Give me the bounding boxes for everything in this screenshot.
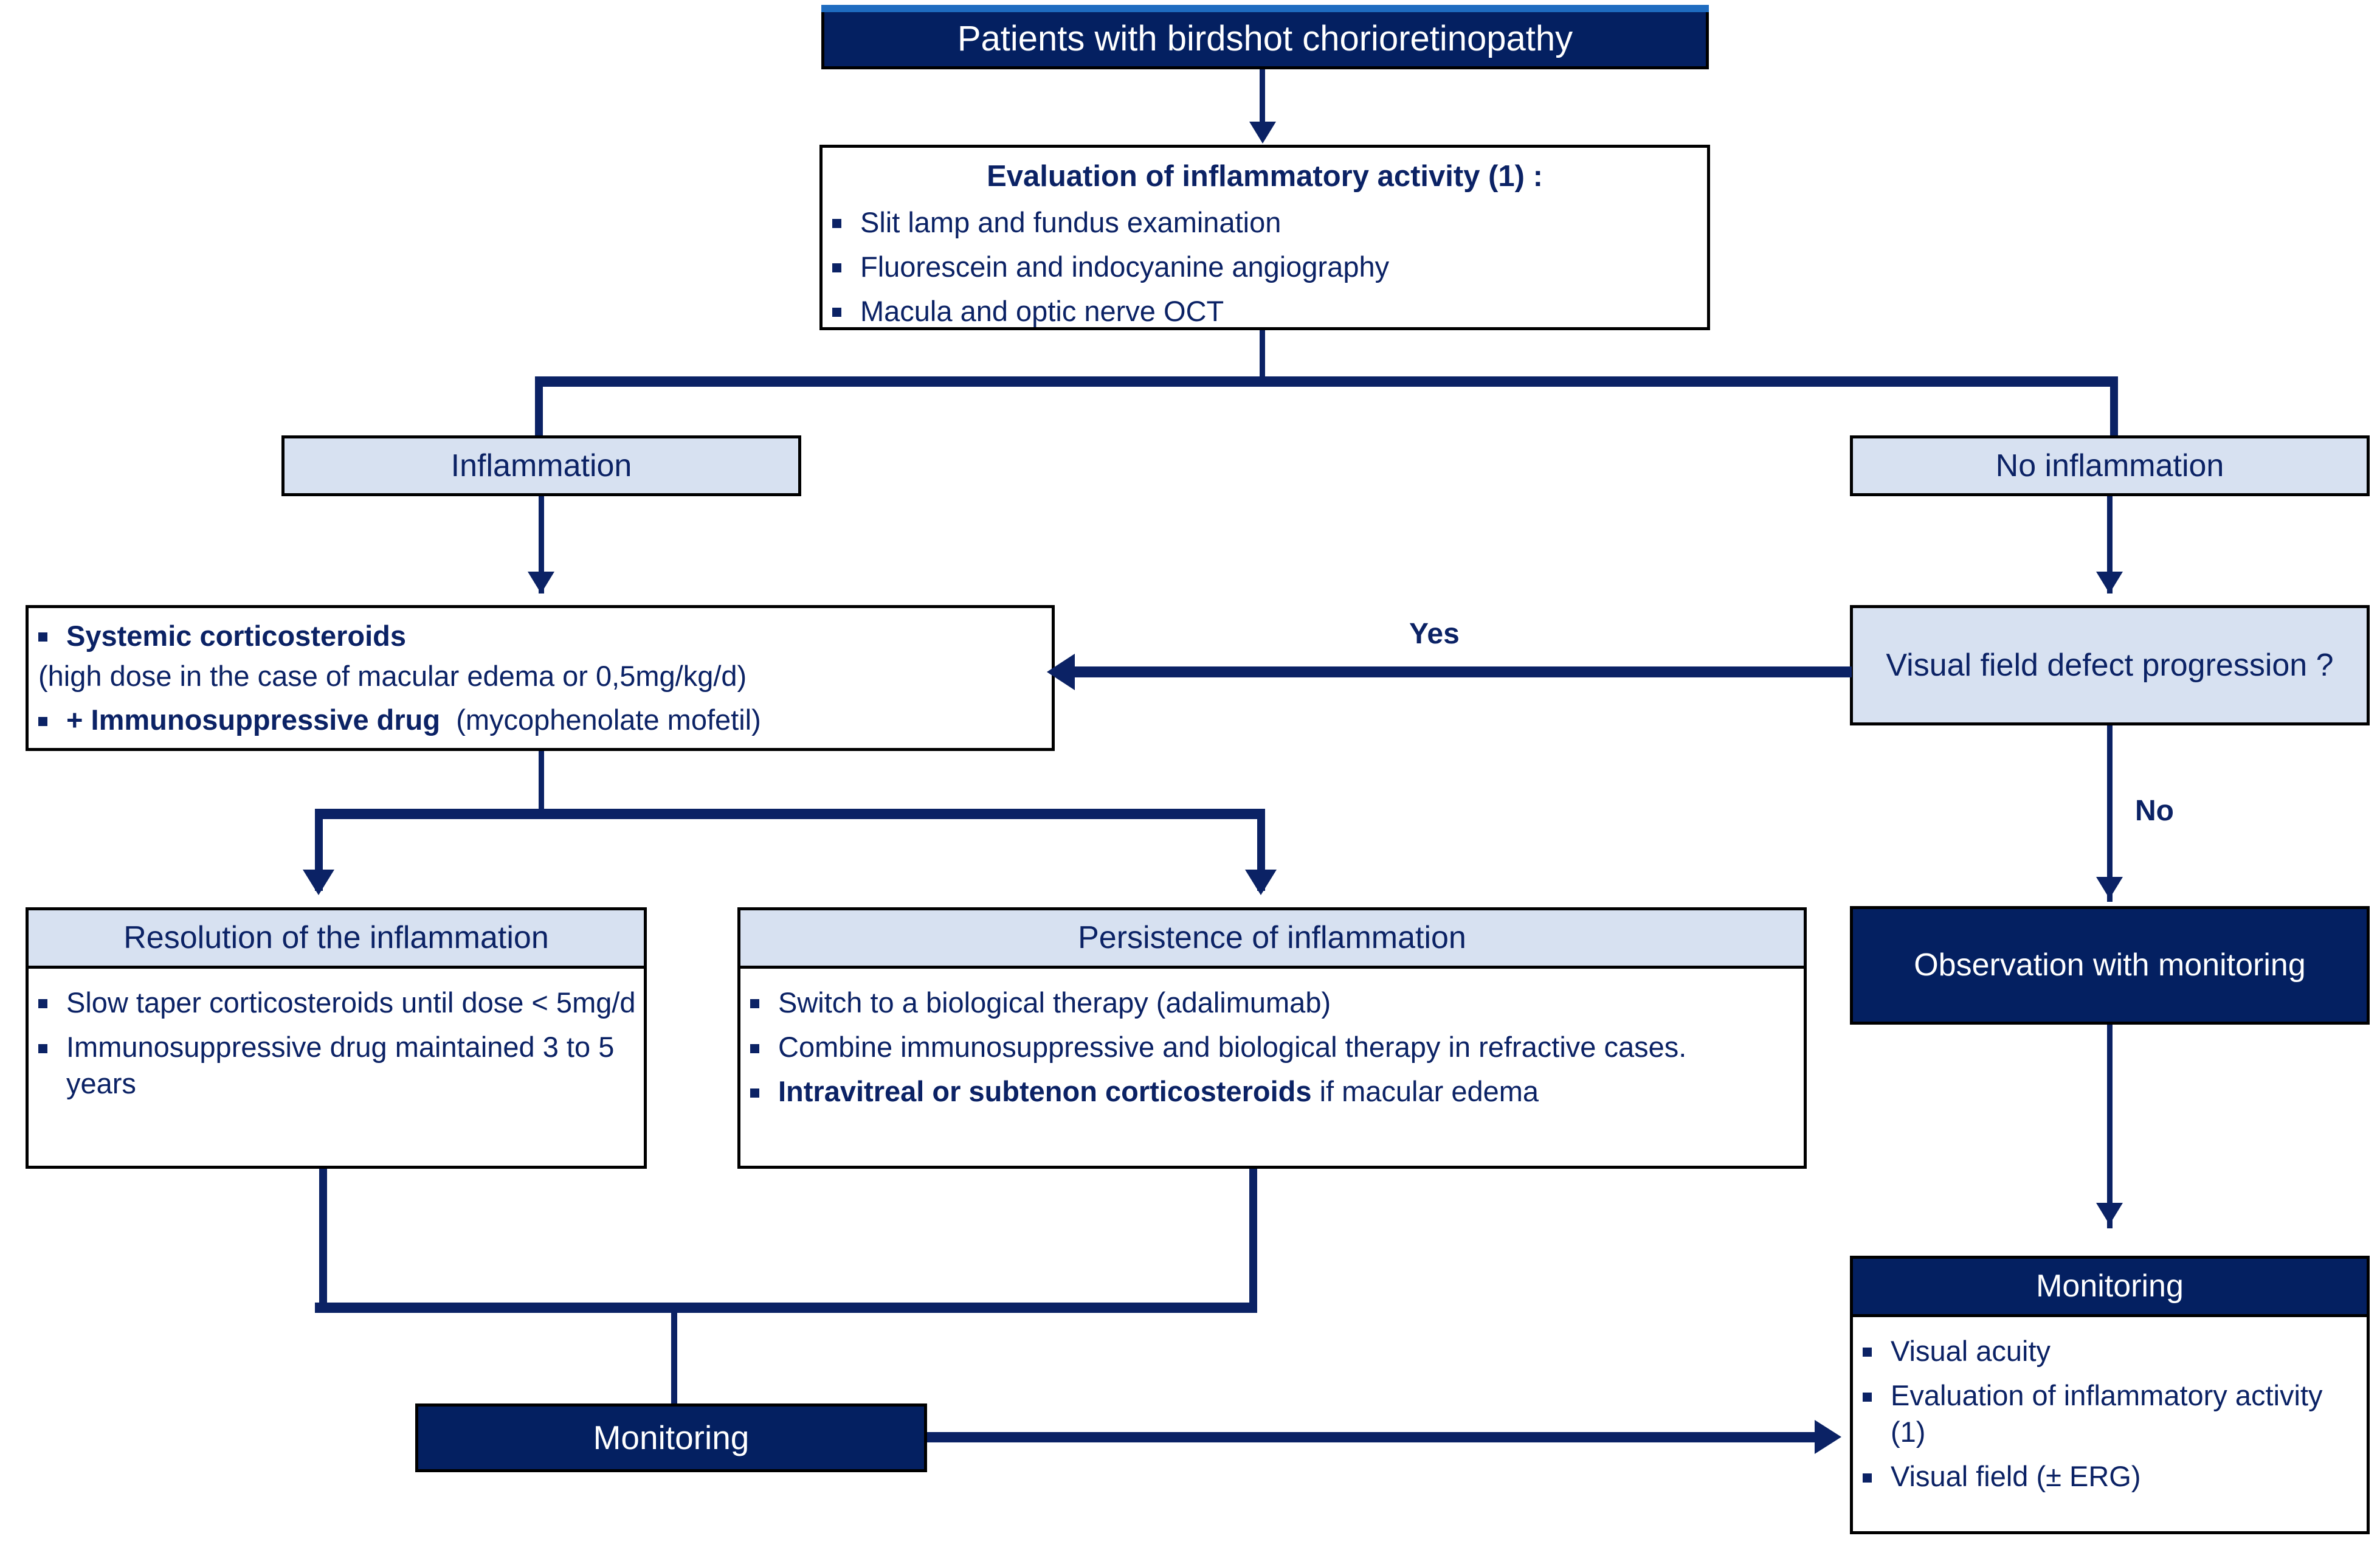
edge-yes-arrowhead <box>1047 654 1075 690</box>
list-item: Fluorescein and indocyanine angiography <box>823 249 1707 285</box>
node-treatment-list: Systemic corticosteroids <box>29 618 1052 654</box>
node-visual-field-defect-label: Visual field defect progression ? <box>1886 647 2334 683</box>
node-evaluation[interactable]: Evaluation of inflammatory activity (1) … <box>819 145 1710 330</box>
list-item: Visual field (± ERG) <box>1853 1458 2359 1495</box>
list-item: Slow taper corticosteroids until dose < … <box>29 985 638 1021</box>
node-resolution[interactable]: Resolution of the inflammation Slow tape… <box>26 907 647 1169</box>
node-observation[interactable]: Observation with monitoring <box>1850 906 2370 1025</box>
list-item: Systemic corticosteroids <box>29 618 1052 654</box>
node-monitoring-right[interactable]: Monitoring Visual acuity Evaluation of i… <box>1850 1256 2370 1534</box>
edge-start-to-evaluation-arrowhead <box>1249 122 1276 144</box>
edge-persistence-down <box>1249 1169 1257 1303</box>
node-persistence-heading: Persistence of inflammation <box>740 910 1804 969</box>
edge-label-yes: Yes <box>1409 618 1460 650</box>
node-evaluation-list: Slit lamp and fundus examination Fluores… <box>823 204 1707 330</box>
edge-merge-bus <box>315 1303 1257 1313</box>
node-inflammation-label: Inflammation <box>450 448 632 483</box>
node-persistence-body: Switch to a biological therapy (adalimum… <box>740 969 1804 1110</box>
node-persistence-list: Switch to a biological therapy (adalimum… <box>740 985 1794 1110</box>
node-observation-label: Observation with monitoring <box>1914 947 2306 983</box>
treatment-item2-bold: + Immunosuppressive drug <box>66 704 441 736</box>
node-resolution-body: Slow taper corticosteroids until dose < … <box>29 969 644 1102</box>
edge-no-line <box>2107 725 2113 902</box>
node-treatment[interactable]: Systemic corticosteroids (high dose in t… <box>26 605 1055 751</box>
node-no-inflammation[interactable]: No inflammation <box>1850 435 2370 496</box>
list-item: Slit lamp and fundus examination <box>823 204 1707 241</box>
edge-evaluation-stem <box>1260 330 1265 381</box>
node-evaluation-heading: Evaluation of inflammatory activity (1) … <box>987 160 1543 193</box>
node-resolution-list: Slow taper corticosteroids until dose < … <box>29 985 638 1102</box>
edge-merge-to-monitoring <box>671 1313 677 1404</box>
node-start-label: Patients with birdshot chorioretinopathy <box>957 19 1573 59</box>
list-item: Combine immunosuppressive and biological… <box>740 1029 1794 1065</box>
edge-treatment-stem <box>539 751 544 813</box>
start-node-accent <box>821 5 1709 12</box>
edge-treatment-split-right-arrowhead <box>1245 870 1277 895</box>
list-item: Macula and optic nerve OCT <box>823 293 1707 330</box>
node-monitoring-left[interactable]: Monitoring <box>415 1403 927 1472</box>
edge-treatment-split-bus <box>315 809 1265 819</box>
edge-monitoring-left-to-right <box>927 1432 1815 1442</box>
edge-no-inflammation-to-visualfield-arrowhead <box>2096 572 2123 594</box>
edge-start-to-evaluation <box>1260 69 1265 136</box>
node-inflammation[interactable]: Inflammation <box>281 435 801 496</box>
edge-no-arrowhead <box>2096 877 2123 899</box>
edge-label-no: No <box>2135 795 2174 827</box>
edge-observation-to-monitoring-arrowhead <box>2096 1203 2123 1225</box>
node-treatment-list-2: + Immunosuppressive drug (mycophenolate … <box>29 702 1052 738</box>
node-no-inflammation-label: No inflammation <box>1995 448 2224 483</box>
edge-yes-line <box>1075 666 1852 677</box>
edge-inflammation-to-treatment-arrowhead <box>528 572 554 594</box>
list-item: + Immunosuppressive drug (mycophenolate … <box>29 702 1052 738</box>
list-item: Immunosuppressive drug maintained 3 to 5… <box>29 1029 638 1102</box>
treatment-item1-bold: Systemic corticosteroids <box>66 620 406 652</box>
edge-inflammation-to-treatment <box>539 496 544 594</box>
node-monitoring-left-label: Monitoring <box>593 1419 750 1457</box>
edge-resolution-down <box>319 1169 327 1303</box>
edge-no-inflammation-to-visualfield <box>2107 496 2113 594</box>
node-monitoring-right-heading: Monitoring <box>1853 1259 2367 1317</box>
list-item: Visual acuity <box>1853 1333 2359 1369</box>
treatment-item2-note: (mycophenolate mofetil) <box>456 704 761 736</box>
node-persistence[interactable]: Persistence of inflammation Switch to a … <box>737 907 1807 1169</box>
edge-treatment-split-left-arrowhead <box>303 870 334 895</box>
treatment-item1-note: (high dose in the case of macular edema … <box>38 660 747 693</box>
list-item: Intravitreal or subtenon corticosteroids… <box>740 1073 1794 1110</box>
list-item: Evaluation of inflammatory activity (1) <box>1853 1377 2359 1450</box>
node-resolution-heading: Resolution of the inflammation <box>29 910 644 969</box>
node-monitoring-right-body: Visual acuity Evaluation of inflammatory… <box>1853 1317 2367 1495</box>
node-visual-field-defect[interactable]: Visual field defect progression ? <box>1850 605 2370 725</box>
edge-evaluation-split-bus <box>535 376 2118 387</box>
edge-monitoring-left-to-right-arrowhead <box>1815 1420 1841 1454</box>
node-monitoring-right-list: Visual acuity Evaluation of inflammatory… <box>1853 1333 2359 1495</box>
node-start[interactable]: Patients with birdshot chorioretinopathy <box>821 12 1709 69</box>
list-item: Switch to a biological therapy (adalimum… <box>740 985 1794 1021</box>
edge-observation-to-monitoring <box>2107 1025 2113 1228</box>
